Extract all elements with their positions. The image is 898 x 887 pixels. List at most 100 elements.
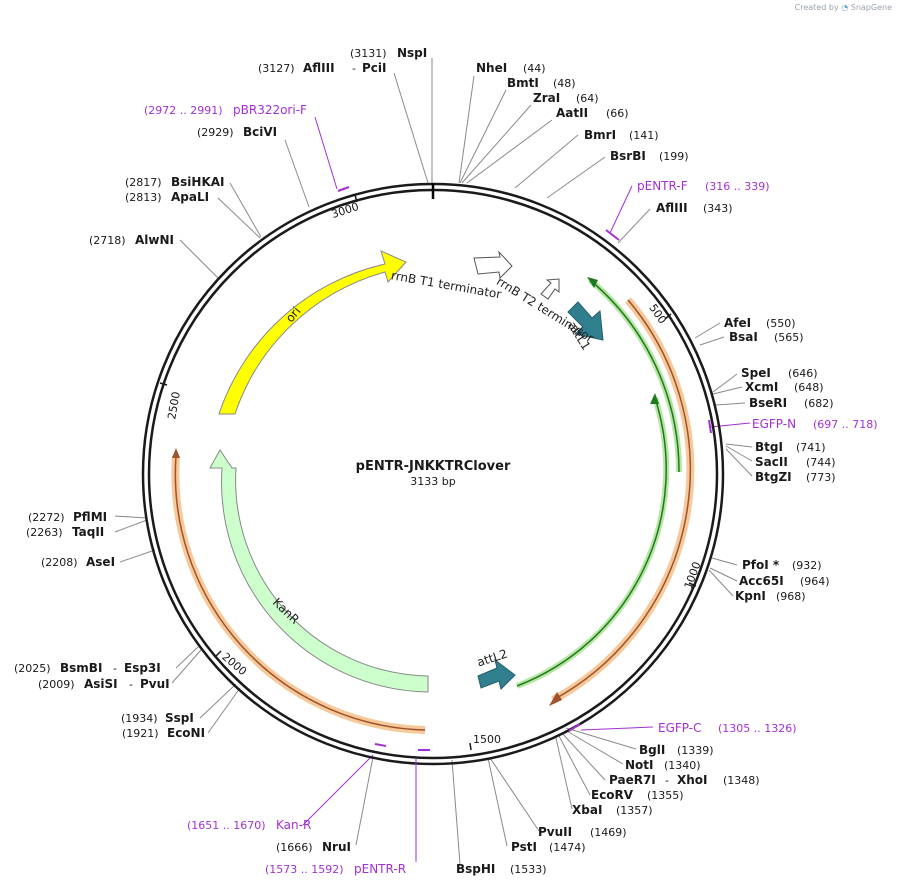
pflmi-name: PflMI [73, 510, 107, 524]
pbr322-pos: (2972 .. 2991) [144, 104, 223, 117]
primer-leaders [302, 116, 751, 826]
pvuii-pos: (1469) [590, 826, 627, 839]
asisi-pos: (2009) [38, 678, 75, 691]
bmti-pos: (48) [553, 77, 576, 90]
afliii-pcii-name: AflIII [303, 61, 335, 75]
left-orange-halo [171, 455, 426, 734]
attl2-label: attL2 [475, 647, 509, 670]
bsmbi-name: BsmBI [60, 661, 102, 675]
nhei-pos: (44) [523, 62, 546, 75]
spei-pos: (646) [788, 367, 818, 380]
tick-1500: 1500 [473, 733, 501, 746]
kpni-name: KpnI [735, 589, 766, 603]
bsmbi-pos: (2025) [14, 662, 51, 675]
sspi-pos: (1934) [121, 712, 158, 725]
nspi-name: NspI [397, 46, 427, 60]
sacii-pos: (744) [806, 456, 836, 469]
egfp-c-name: EGFP-C [658, 721, 701, 735]
econi-name: EcoNI [167, 726, 205, 740]
pfoi-pos: (932) [792, 559, 822, 572]
bsphi-name: BspHI [456, 862, 495, 876]
egfp-c-pos: (1305 .. 1326) [718, 722, 797, 735]
snapgene-logo-icon: ◔ [841, 3, 849, 12]
bsmbi-name2: Esp3I [124, 661, 161, 675]
noti-name: NotI [625, 758, 654, 772]
green-arc-2 [516, 397, 667, 687]
bsihkai-name: BsiHKAI [171, 175, 225, 189]
bmri-pos: (141) [629, 129, 659, 142]
bseri-pos: (682) [804, 397, 834, 410]
asei-name: AseI [86, 555, 115, 569]
bsai-pos: (565) [774, 331, 804, 344]
nrui-pos: (1666) [276, 841, 313, 854]
asisi-name2: PvuI [140, 677, 170, 691]
kanr-feature [209, 449, 429, 693]
brand-name: SnapGene [850, 3, 892, 12]
xcmi-name: XcmI [745, 380, 778, 394]
pvuii-name: PvuII [538, 825, 572, 839]
egfp-n-pos: (697 .. 718) [813, 418, 878, 431]
bsihkai-pos: (2817) [125, 176, 162, 189]
pentr-f-pos: (316 .. 339) [705, 180, 770, 193]
green-arc-2-halo [515, 397, 670, 689]
egfp-arrowhead [549, 692, 562, 706]
zrai-name: ZraI [533, 91, 560, 105]
btgzi-pos: (773) [806, 471, 836, 484]
taqii-pos: (2263) [26, 526, 63, 539]
attl2-feature [477, 658, 516, 690]
leader-lines [114, 58, 753, 865]
ecorv-name: EcoRV [591, 788, 634, 802]
psti-pos: (1474) [549, 841, 586, 854]
acc65i-pos: (964) [800, 575, 830, 588]
pflmi-pos: (2272) [28, 511, 65, 524]
xbai-pos: (1357) [616, 804, 653, 817]
spei-name: SpeI [741, 366, 771, 380]
pentr-f-name: pENTR-F [637, 179, 688, 193]
asisi-dash: - [129, 678, 133, 691]
bseri-name: BseRI [749, 396, 787, 410]
tick-2500: 2500 [165, 391, 183, 421]
aatii-name: AatII [556, 106, 588, 120]
afliii-pcii-name2: PciI [362, 61, 387, 75]
xcmi-pos: (648) [794, 381, 824, 394]
econi-pos: (1921) [122, 727, 159, 740]
bmri-name: BmrI [584, 128, 616, 142]
afei-name: AfeI [724, 316, 751, 330]
bsai-name: BsaI [729, 330, 758, 344]
bsrbi-name: BsrBI [610, 149, 646, 163]
alwni-name: AlwNI [135, 233, 174, 247]
taqii-name: TaqII [72, 525, 104, 539]
sacii-name: SacII [755, 455, 788, 469]
plasmid-length: 3133 bp [410, 475, 455, 488]
btgi-name: BtgI [755, 440, 783, 454]
green-arc-1 [589, 279, 680, 473]
psti-name: PstI [511, 840, 537, 854]
acc65i-name: Acc65I [739, 574, 784, 588]
afliii-pos: (343) [703, 202, 733, 215]
pfoi-name: PfoI * [742, 558, 780, 572]
pentr-r-pos: (1573 .. 1592) [265, 863, 344, 876]
asei-pos: (2208) [41, 556, 78, 569]
xbai-name: XbaI [572, 803, 602, 817]
bcivi-pos: (2929) [197, 126, 234, 139]
rrnb-t2-feature [540, 278, 560, 300]
plasmid-name: pENTR-JNKKTRClover [356, 459, 511, 474]
kpni-pos: (968) [776, 590, 806, 603]
ecorv-pos: (1355) [647, 789, 684, 802]
ori-feature [218, 250, 407, 415]
egfp-arc [552, 299, 692, 701]
asisi-name: AsiSI [84, 677, 118, 691]
rrnb-t1-feature [473, 250, 513, 280]
bsphi-pos: (1533) [510, 863, 547, 876]
paer7i-name: PaeR7I [609, 773, 656, 787]
afliii-pcii-dash: - [352, 62, 356, 75]
btgi-pos: (741) [796, 441, 826, 454]
green-arc-2-arrowhead [650, 393, 659, 404]
zrai-pos: (64) [576, 92, 599, 105]
afei-pos: (550) [766, 317, 796, 330]
bgli-pos: (1339) [677, 744, 714, 757]
primer-marks [337, 186, 712, 751]
alwni-pos: (2718) [89, 234, 126, 247]
afliii-pcii-pos: (3127) [258, 62, 295, 75]
